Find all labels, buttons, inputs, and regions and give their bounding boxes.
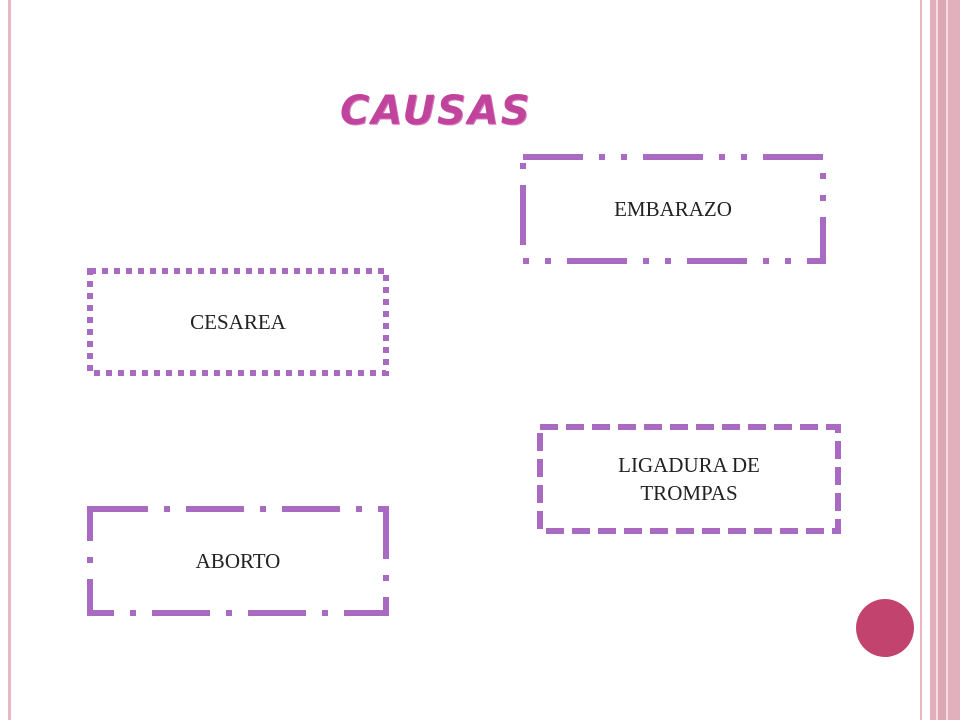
- dash-dot-dot-border: [520, 154, 826, 264]
- cause-box-ligadura: LIGADURA DE TROMPAS: [537, 424, 841, 534]
- slide-title: CAUSAS: [340, 88, 532, 134]
- dashed-border: [537, 424, 841, 534]
- cause-label: CESAREA: [190, 310, 286, 334]
- left-frame-line: [8, 0, 11, 720]
- cause-box-cesarea: CESAREA: [87, 268, 389, 376]
- cause-label: ABORTO: [195, 549, 281, 573]
- cause-label: EMBARAZO: [614, 197, 732, 221]
- dotted-border: [87, 268, 389, 376]
- decorative-circle: [856, 599, 914, 657]
- cause-label: LIGADURA DE TROMPAS: [618, 453, 760, 505]
- right-frame-stripes: [916, 0, 960, 720]
- cause-box-embarazo: EMBARAZO: [520, 154, 826, 264]
- dash-dot-border: [87, 506, 389, 616]
- cause-box-aborto: ABORTO: [87, 506, 389, 616]
